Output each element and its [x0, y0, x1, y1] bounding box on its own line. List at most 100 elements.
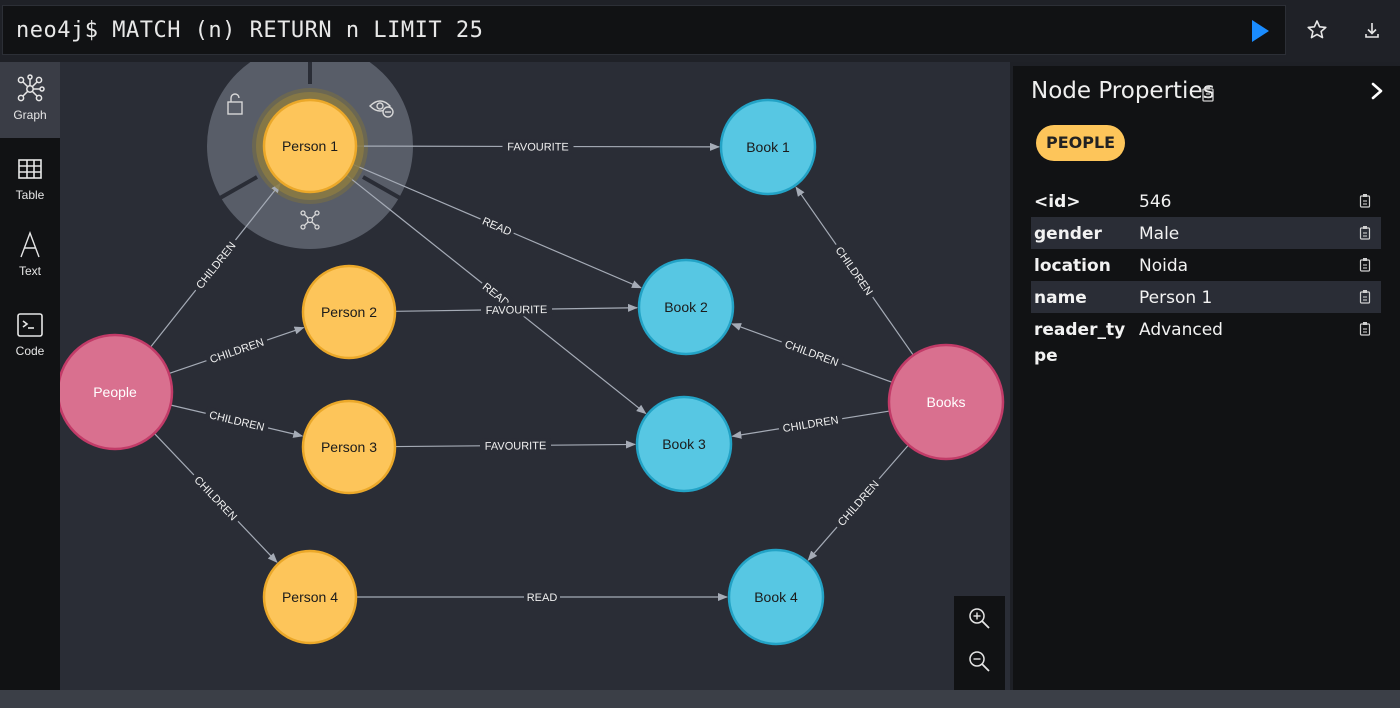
nav-code[interactable]: Code	[0, 298, 60, 374]
unlock-icon[interactable]	[227, 93, 243, 115]
node-book2[interactable]: Book 2	[637, 258, 735, 356]
download-icon	[1365, 23, 1379, 38]
node-circle[interactable]	[887, 343, 1005, 461]
node-circle[interactable]	[301, 264, 397, 360]
node-circle[interactable]	[262, 549, 358, 645]
node-circle[interactable]	[301, 399, 397, 495]
nav-table[interactable]: Table	[0, 142, 60, 218]
node-circle[interactable]	[637, 258, 735, 356]
relationship-read[interactable]: READ	[357, 590, 728, 604]
query-editor[interactable]: neo4j$ MATCH (n) RETURN n LIMIT 25	[2, 5, 1286, 55]
node-circle[interactable]	[635, 395, 733, 493]
node-person4[interactable]: Person 4	[262, 549, 358, 645]
relationship-label-bg	[831, 474, 885, 532]
query-text[interactable]: neo4j$ MATCH (n) RETURN n LIMIT 25	[16, 18, 484, 43]
relationship-label-bg	[188, 470, 244, 527]
expand-icon[interactable]	[300, 210, 320, 230]
node-caption: Book 1	[746, 139, 790, 155]
property-key: <id>	[1034, 192, 1081, 212]
node-people[interactable]: People	[60, 333, 174, 451]
relationship-children[interactable]: CHILDREN	[154, 433, 278, 563]
property-value: Advanced	[1139, 320, 1223, 340]
relationship-favourite[interactable]: FAVOURITE	[395, 301, 639, 318]
property-row: location Noida	[1031, 249, 1381, 281]
node-person2[interactable]: Person 2	[301, 264, 397, 360]
hide-icon[interactable]	[369, 100, 394, 118]
zoom-out-button[interactable]	[967, 649, 991, 673]
relationship-label-bg	[190, 235, 241, 295]
relationship-children[interactable]: CHILDREN	[731, 323, 892, 383]
copy-icon[interactable]	[1359, 193, 1373, 209]
node-circle[interactable]	[60, 333, 174, 451]
relationship-children[interactable]: CHILDREN	[171, 404, 304, 438]
node-book3[interactable]: Book 3	[635, 395, 733, 493]
relationship-children[interactable]: CHILDREN	[150, 182, 281, 347]
relationship-children[interactable]: CHILDREN	[795, 186, 914, 355]
relationship-read[interactable]: READ	[352, 163, 642, 289]
relationship-label: CHILDREN	[208, 409, 266, 434]
relationship-label-bg	[777, 411, 844, 436]
node-caption: Person 1	[282, 138, 338, 154]
copy-icon[interactable]	[1359, 321, 1373, 337]
collapse-panel-button[interactable]	[1367, 80, 1387, 102]
copy-icon[interactable]	[1359, 289, 1373, 305]
graph-visualization[interactable]: CHILDRENCHILDRENCHILDRENCHILDRENCHILDREN…	[60, 62, 1010, 690]
relationship-label-bg	[524, 590, 560, 604]
relationship-label-bg	[204, 406, 270, 435]
relationship-label-bg	[830, 240, 879, 302]
relationship-label: CHILDREN	[783, 339, 840, 370]
relationship-label-bg	[480, 301, 553, 318]
relationship-label: FAVOURITE	[507, 141, 569, 153]
property-key: location	[1034, 256, 1111, 276]
node-circle[interactable]	[719, 98, 817, 196]
nav-graph[interactable]: Graph	[0, 62, 60, 138]
node-book4[interactable]: Book 4	[727, 548, 825, 646]
node-caption: Book 3	[662, 436, 706, 452]
star-icon	[1307, 20, 1327, 39]
relationship-children[interactable]: CHILDREN	[731, 410, 889, 439]
run-query-button[interactable]	[1248, 18, 1272, 44]
relationship-label-bg	[779, 335, 845, 371]
node-caption: Book 2	[664, 299, 708, 315]
node-label-badge[interactable]: PEOPLE	[1036, 125, 1126, 161]
relationship-label: CHILDREN	[209, 337, 266, 367]
property-value: Noida	[1139, 256, 1189, 276]
node-caption: Book 4	[754, 589, 798, 605]
node-books[interactable]: Books	[887, 343, 1005, 461]
node-person1[interactable]: Person 1	[256, 92, 364, 200]
node-caption: People	[93, 384, 137, 400]
node-circle[interactable]	[727, 548, 825, 646]
relationship-label-bg	[502, 139, 574, 154]
relationship-favourite[interactable]: FAVOURITE	[356, 139, 721, 154]
zoom-out-icon	[969, 651, 990, 672]
property-row: <id> 546	[1031, 185, 1381, 217]
favorite-button[interactable]	[1303, 16, 1331, 44]
property-key: gender	[1034, 224, 1102, 244]
zoom-controls	[954, 596, 1005, 690]
relationship-children[interactable]: CHILDREN	[807, 445, 909, 561]
relationship-favourite[interactable]: FAVOURITE	[395, 438, 637, 453]
node-person3[interactable]: Person 3	[301, 399, 397, 495]
node-book1[interactable]: Book 1	[719, 98, 817, 196]
copy-icon[interactable]	[1201, 85, 1217, 103]
relationship-children[interactable]: CHILDREN	[169, 326, 305, 374]
download-button[interactable]	[1358, 16, 1386, 44]
property-value: Person 1	[1139, 288, 1213, 308]
nav-table-label: Table	[15, 188, 45, 202]
zoom-in-button[interactable]	[967, 606, 991, 630]
node-caption: Person 4	[282, 589, 338, 605]
node-caption: Person 2	[321, 304, 377, 320]
nav-graph-label: Graph	[13, 108, 47, 122]
copy-icon[interactable]	[1359, 225, 1373, 241]
nav-text-label: Text	[18, 264, 41, 278]
node-circle[interactable]	[262, 98, 358, 194]
property-value: 546	[1139, 192, 1172, 212]
property-key: reader_type	[1034, 320, 1126, 366]
property-key: name	[1034, 288, 1087, 308]
copy-icon[interactable]	[1359, 257, 1373, 273]
panel-title: Node Properties	[1031, 78, 1215, 104]
nav-text[interactable]: Text	[0, 218, 60, 294]
text-icon	[20, 231, 40, 258]
